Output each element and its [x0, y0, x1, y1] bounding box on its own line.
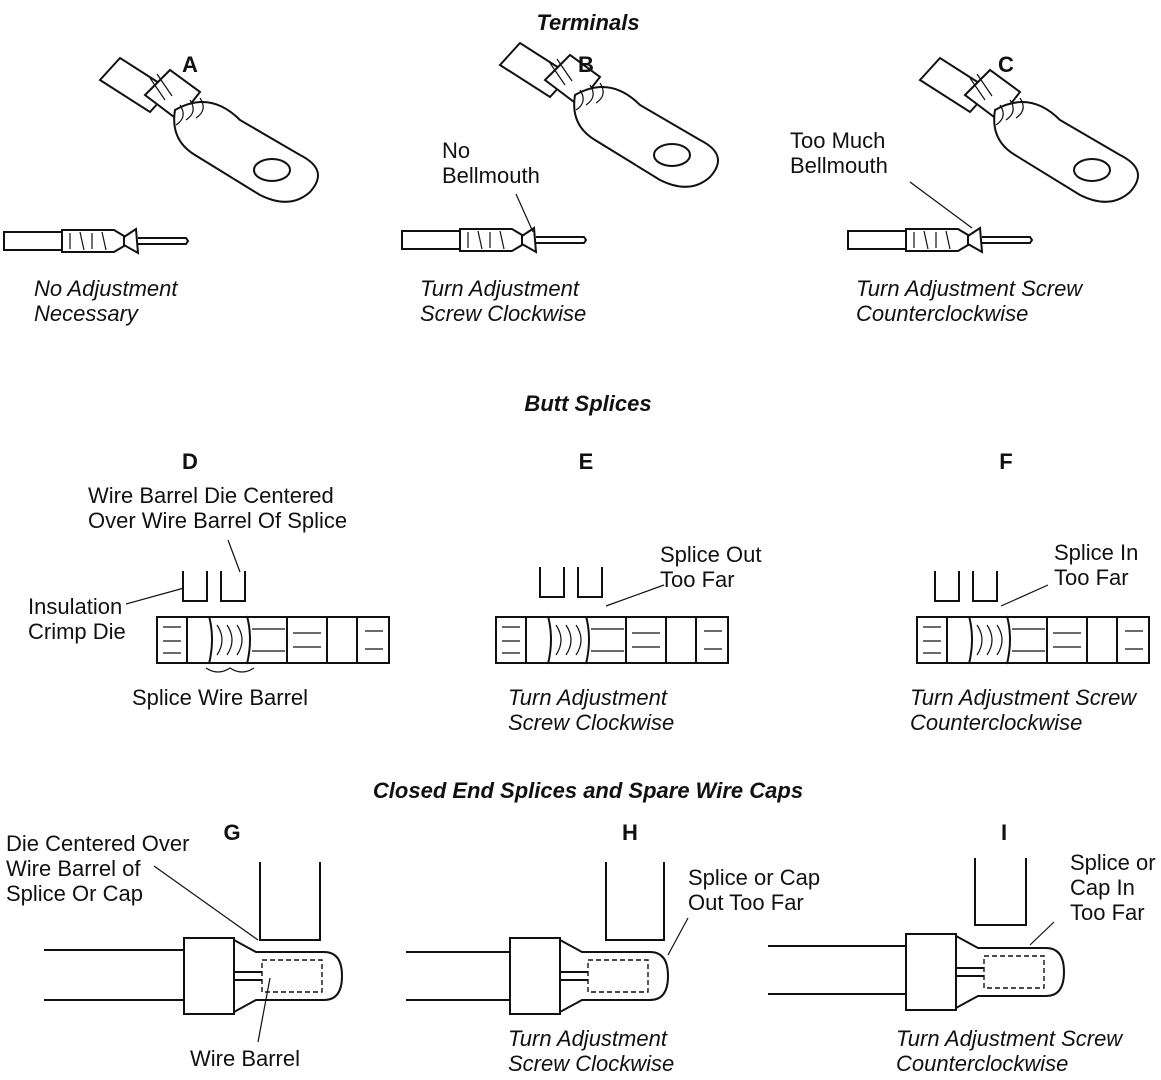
note-insulation-crimp-die: Insulation Crimp Die [28, 594, 126, 645]
note-splice-or-cap-out-too-far: Splice or Cap Out Too Far [688, 865, 821, 916]
panel-letter-c: C [998, 52, 1014, 77]
caption-b: Turn Adjustment Screw Clockwise [420, 276, 587, 327]
note-wire-barrel: Wire Barrel [190, 1046, 301, 1071]
caption-c: Turn Adjustment Screw Counterclockwise [856, 276, 1083, 327]
note-no-bellmouth: No Bellmouth [442, 138, 540, 189]
note-splice-out-too-far: Splice Out Too Far [660, 542, 762, 593]
panel-letter-e: E [578, 449, 594, 474]
note-too-much-bellmouth: Too Much Bellmouth [790, 128, 888, 179]
section-title-terminals: Terminals [536, 10, 640, 35]
panel-letter-a: A [182, 52, 198, 77]
note-wire-barrel-die-centered: Wire Barrel Die Centered Over Wire Barre… [88, 483, 348, 534]
panel-letter-f: F [999, 449, 1013, 474]
note-splice-wire-barrel: Splice Wire Barrel [132, 685, 309, 710]
caption-a: No Adjustment Necessary [34, 276, 178, 327]
panel-letter-h: H [622, 820, 638, 845]
caption-i: Turn Adjustment Screw Counterclockwise [896, 1026, 1123, 1077]
note-die-centered-over-wire-barrel: Die Centered Over Wire Barrel of Splice … [6, 831, 190, 907]
panel-letter-i: I [1000, 820, 1008, 845]
panel-letter-b: B [578, 52, 594, 77]
section-title-butt-splices: Butt Splices [524, 391, 652, 416]
caption-e: Turn Adjustment Screw Clockwise [508, 685, 675, 736]
caption-h: Turn Adjustment Screw Clockwise [508, 1026, 675, 1077]
caption-f: Turn Adjustment Screw Counterclockwise [910, 685, 1137, 736]
note-splice-in-too-far: Splice In Too Far [1054, 540, 1139, 591]
panel-letter-d: D [182, 449, 198, 474]
section-title-closed-end: Closed End Splices and Spare Wire Caps [372, 778, 804, 803]
panel-letter-g: G [223, 820, 241, 845]
note-splice-or-cap-in-too-far: Splice or Cap In Too Far [1070, 850, 1156, 926]
